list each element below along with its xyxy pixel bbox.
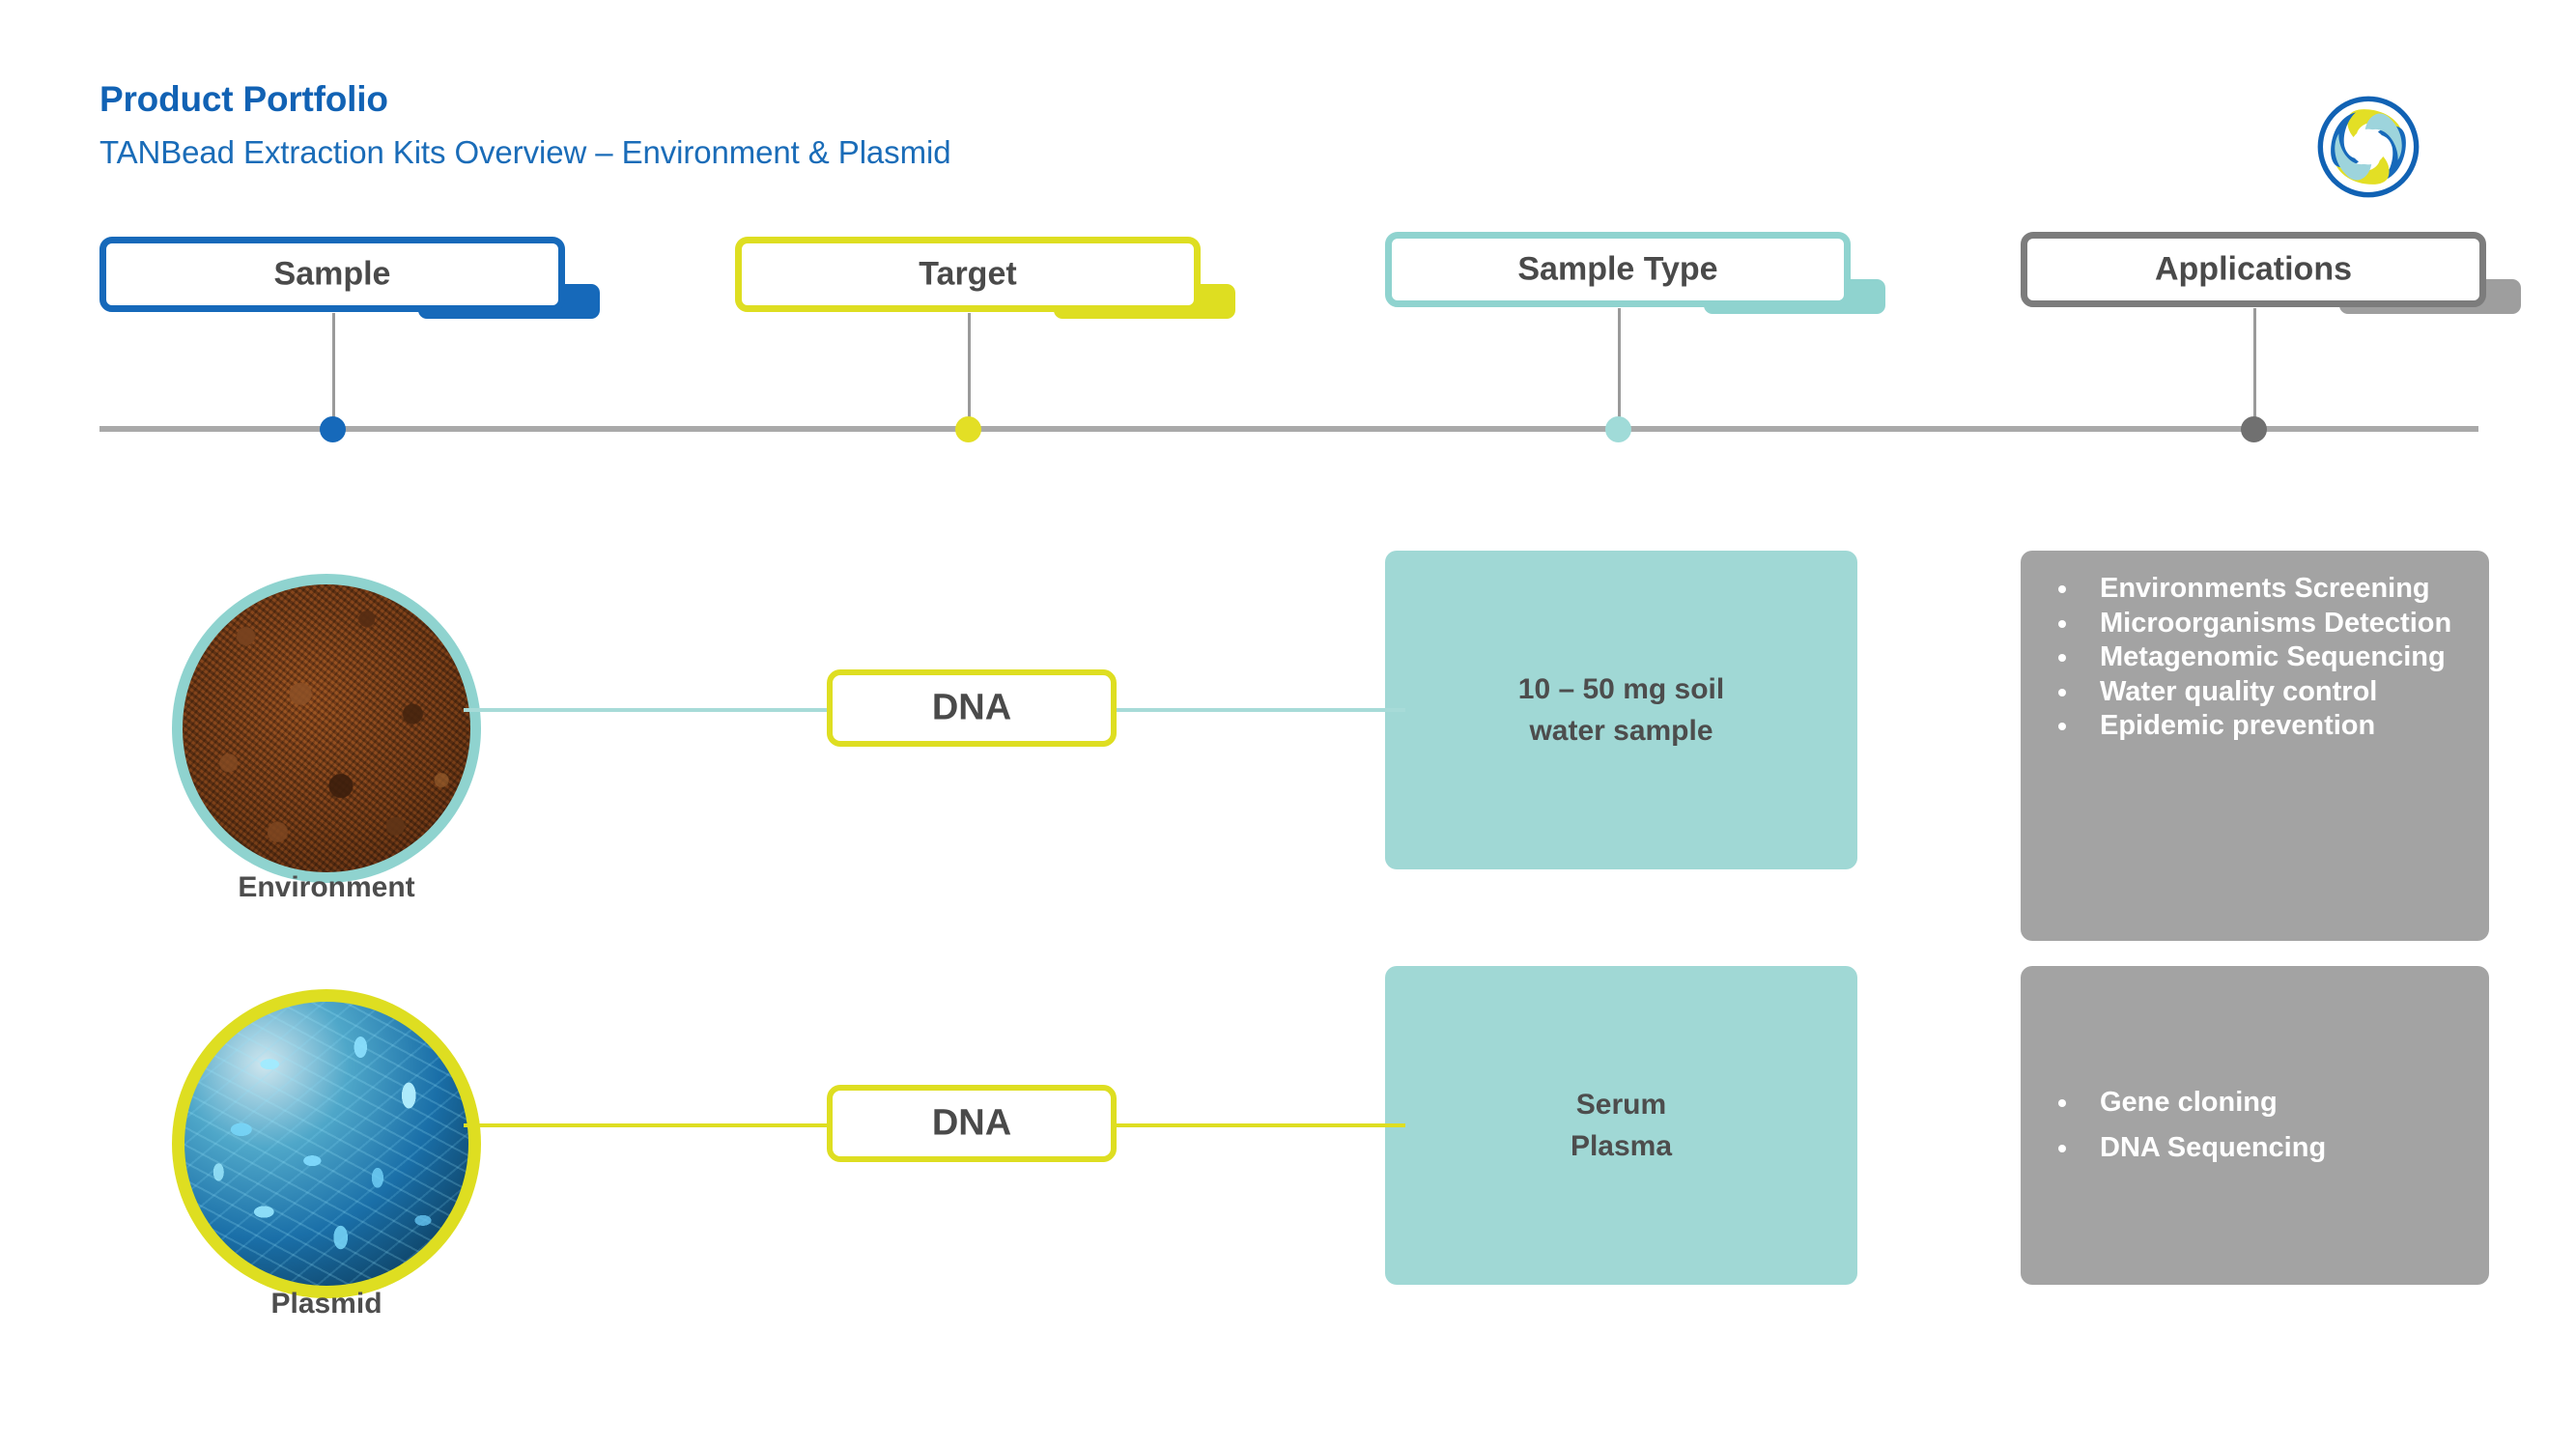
bullet-icon [2058, 619, 2066, 628]
timeline-stem-target [968, 313, 971, 429]
sample-type-line: Plasma [1570, 1130, 1673, 1162]
application-label: Environments Screening [2100, 573, 2430, 604]
sample-image-plasmid[interactable] [172, 989, 481, 1298]
bacteria-photo [184, 1002, 468, 1286]
bullet-icon [2058, 585, 2066, 593]
application-label: Microorganisms Detection [2100, 607, 2452, 639]
header-pill-sample[interactable]: Sample [99, 237, 600, 319]
sample-type-box-environment: 10 – 50 mg soil water sample [1385, 551, 1857, 869]
list-item: Metagenomic Sequencing [2044, 640, 2464, 674]
bullet-icon [2058, 1144, 2066, 1152]
connector-plasmid-right [1116, 1123, 1405, 1127]
application-label: Gene cloning [2100, 1087, 2278, 1118]
header-pill-label-applications: Applications [2154, 250, 2353, 288]
page-subtitle: TANBead Extraction Kits Overview – Envir… [99, 134, 951, 170]
page-title: Product Portfolio [99, 79, 388, 119]
bullet-icon [2058, 654, 2066, 662]
sample-type-line: water sample [1529, 715, 1713, 747]
connector-environment-left [464, 708, 848, 712]
sample-type-text-plasmid: Serum Plasma [1571, 1084, 1672, 1168]
sample-caption-environment: Environment [238, 871, 415, 903]
timeline-dot-sample-type[interactable] [1605, 416, 1631, 442]
applications-box-plasmid: Gene cloning DNA Sequencing [2021, 966, 2489, 1285]
pill-frame-sample [99, 237, 565, 312]
bullet-icon [2058, 688, 2066, 696]
application-label: Water quality control [2100, 675, 2378, 707]
timeline-stem-sample-type [1618, 308, 1621, 429]
list-item: DNA Sequencing [2044, 1131, 2464, 1165]
pill-frame-applications [2021, 232, 2486, 307]
target-label-environment: DNA [931, 687, 1012, 728]
applications-list-plasmid: Gene cloning DNA Sequencing [2044, 1086, 2464, 1165]
sample-caption-plasmid: Plasmid [270, 1288, 382, 1320]
applications-list-environment: Environments Screening Microorganisms De… [2044, 572, 2464, 743]
sample-type-text-environment: 10 – 50 mg soil water sample [1518, 668, 1724, 753]
list-item: Epidemic prevention [2044, 709, 2464, 743]
timeline-axis [99, 426, 2478, 432]
timeline-dot-applications[interactable] [2241, 416, 2267, 442]
list-item: Environments Screening [2044, 572, 2464, 606]
bullet-icon [2058, 1099, 2066, 1107]
application-label: DNA Sequencing [2100, 1131, 2327, 1163]
pill-frame-sample-type [1385, 232, 1851, 307]
timeline-dot-sample[interactable] [320, 416, 346, 442]
timeline-dot-target[interactable] [955, 416, 981, 442]
pill-frame-target [735, 237, 1201, 312]
application-label: Epidemic prevention [2100, 710, 2376, 741]
sample-image-environment[interactable] [172, 574, 481, 883]
sample-type-line: Serum [1575, 1088, 1667, 1121]
soil-photo [183, 584, 470, 872]
connector-plasmid-left [464, 1123, 848, 1127]
header-pill-label-target: Target [919, 255, 1017, 293]
header-pill-label-sample-type: Sample Type [1517, 250, 1718, 288]
header-pill-target[interactable]: Target [735, 237, 1235, 319]
application-label: Metagenomic Sequencing [2100, 641, 2446, 672]
list-item: Water quality control [2044, 675, 2464, 709]
bullet-icon [2058, 723, 2066, 730]
sample-type-box-plasmid: Serum Plasma [1385, 966, 1857, 1285]
connector-environment-right [1116, 708, 1405, 712]
timeline-stem-applications [2253, 308, 2256, 429]
target-box-plasmid[interactable]: DNA [827, 1085, 1117, 1162]
list-item: Microorganisms Detection [2044, 607, 2464, 640]
list-item: Gene cloning [2044, 1086, 2464, 1120]
timeline-stem-sample [332, 313, 335, 429]
target-box-environment[interactable]: DNA [827, 669, 1117, 747]
sample-type-line: 10 – 50 mg soil [1517, 672, 1725, 705]
header-pill-sample-type[interactable]: Sample Type [1385, 232, 1885, 314]
header-pill-label-sample: Sample [273, 255, 391, 293]
header-pill-applications[interactable]: Applications [2021, 232, 2521, 314]
applications-box-environment: Environments Screening Microorganisms De… [2021, 551, 2489, 941]
brand-logo-icon [2316, 95, 2420, 199]
target-label-plasmid: DNA [931, 1102, 1012, 1144]
